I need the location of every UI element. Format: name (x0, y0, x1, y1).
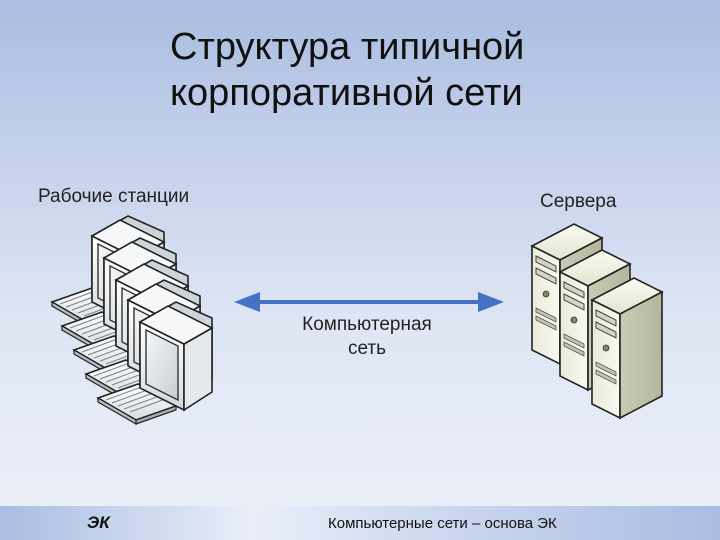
title-line-2: корпоративной сети (170, 72, 523, 114)
network-label-line-2: сеть (347, 338, 387, 359)
footer-left-text: ЭК (87, 513, 110, 532)
workstation-monitor-icon (139, 301, 213, 411)
slide-title: Структура типичной корпоративной сети (170, 24, 590, 116)
footer-right-text: Компьютерные сети – основа ЭК (328, 515, 557, 532)
footer-bar (0, 506, 720, 540)
title-line-1: Структура типичной (170, 26, 525, 68)
servers-label: Сервера (540, 191, 617, 212)
server-icon (591, 277, 663, 419)
network-label: Компьютерная сеть (262, 313, 472, 361)
double-arrow-icon (234, 292, 504, 312)
workstations-label: Рабочие станции (38, 186, 190, 207)
network-label-line-1: Компьютерная (302, 314, 432, 335)
